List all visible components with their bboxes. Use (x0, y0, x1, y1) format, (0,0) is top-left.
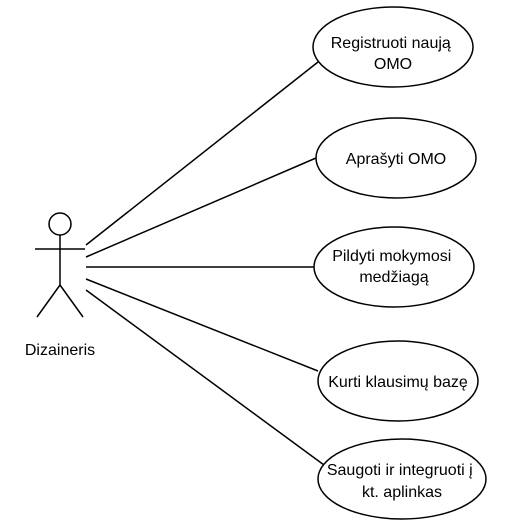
use-case-ellipse (317, 438, 487, 520)
actor-figure (35, 212, 85, 318)
actor-right-leg (59, 284, 84, 318)
use-case-describe-omo: Aprašyti OMO (315, 117, 477, 199)
use-case-label: Aprašyti OMO (346, 151, 446, 168)
use-case-ellipse (313, 226, 475, 308)
use-case-label: Kurti klausimų bazę (328, 374, 468, 391)
association-save-integrate (85, 289, 325, 466)
use-case-save-integrate: Saugoti ir integruoti į kt. aplinkas (317, 438, 487, 520)
use-case-register-omo: Registruoti naują OMO (312, 6, 474, 88)
actor-label: Dizaineris (25, 342, 95, 359)
actor-left-leg (36, 284, 61, 318)
use-case-label: Saugoti ir integruoti į kt. aplinkas (327, 462, 477, 501)
use-case-label: Pildyti mokymosi medžiagą (332, 248, 456, 286)
actor-head (48, 212, 72, 236)
use-case-question-bank: Kurti klausimų bazę (317, 340, 479, 422)
use-case-ellipse (315, 117, 477, 199)
association-register-omo (85, 61, 319, 246)
association-question-bank (85, 278, 319, 372)
use-case-add-material: Pildyti mokymosi medžiagą (313, 226, 475, 308)
use-case-label: Registruoti naują OMO (331, 35, 456, 73)
use-case-ellipse (312, 6, 474, 88)
use-case-ellipse (317, 340, 479, 422)
association-describe-omo (85, 157, 317, 258)
associations (85, 61, 325, 466)
